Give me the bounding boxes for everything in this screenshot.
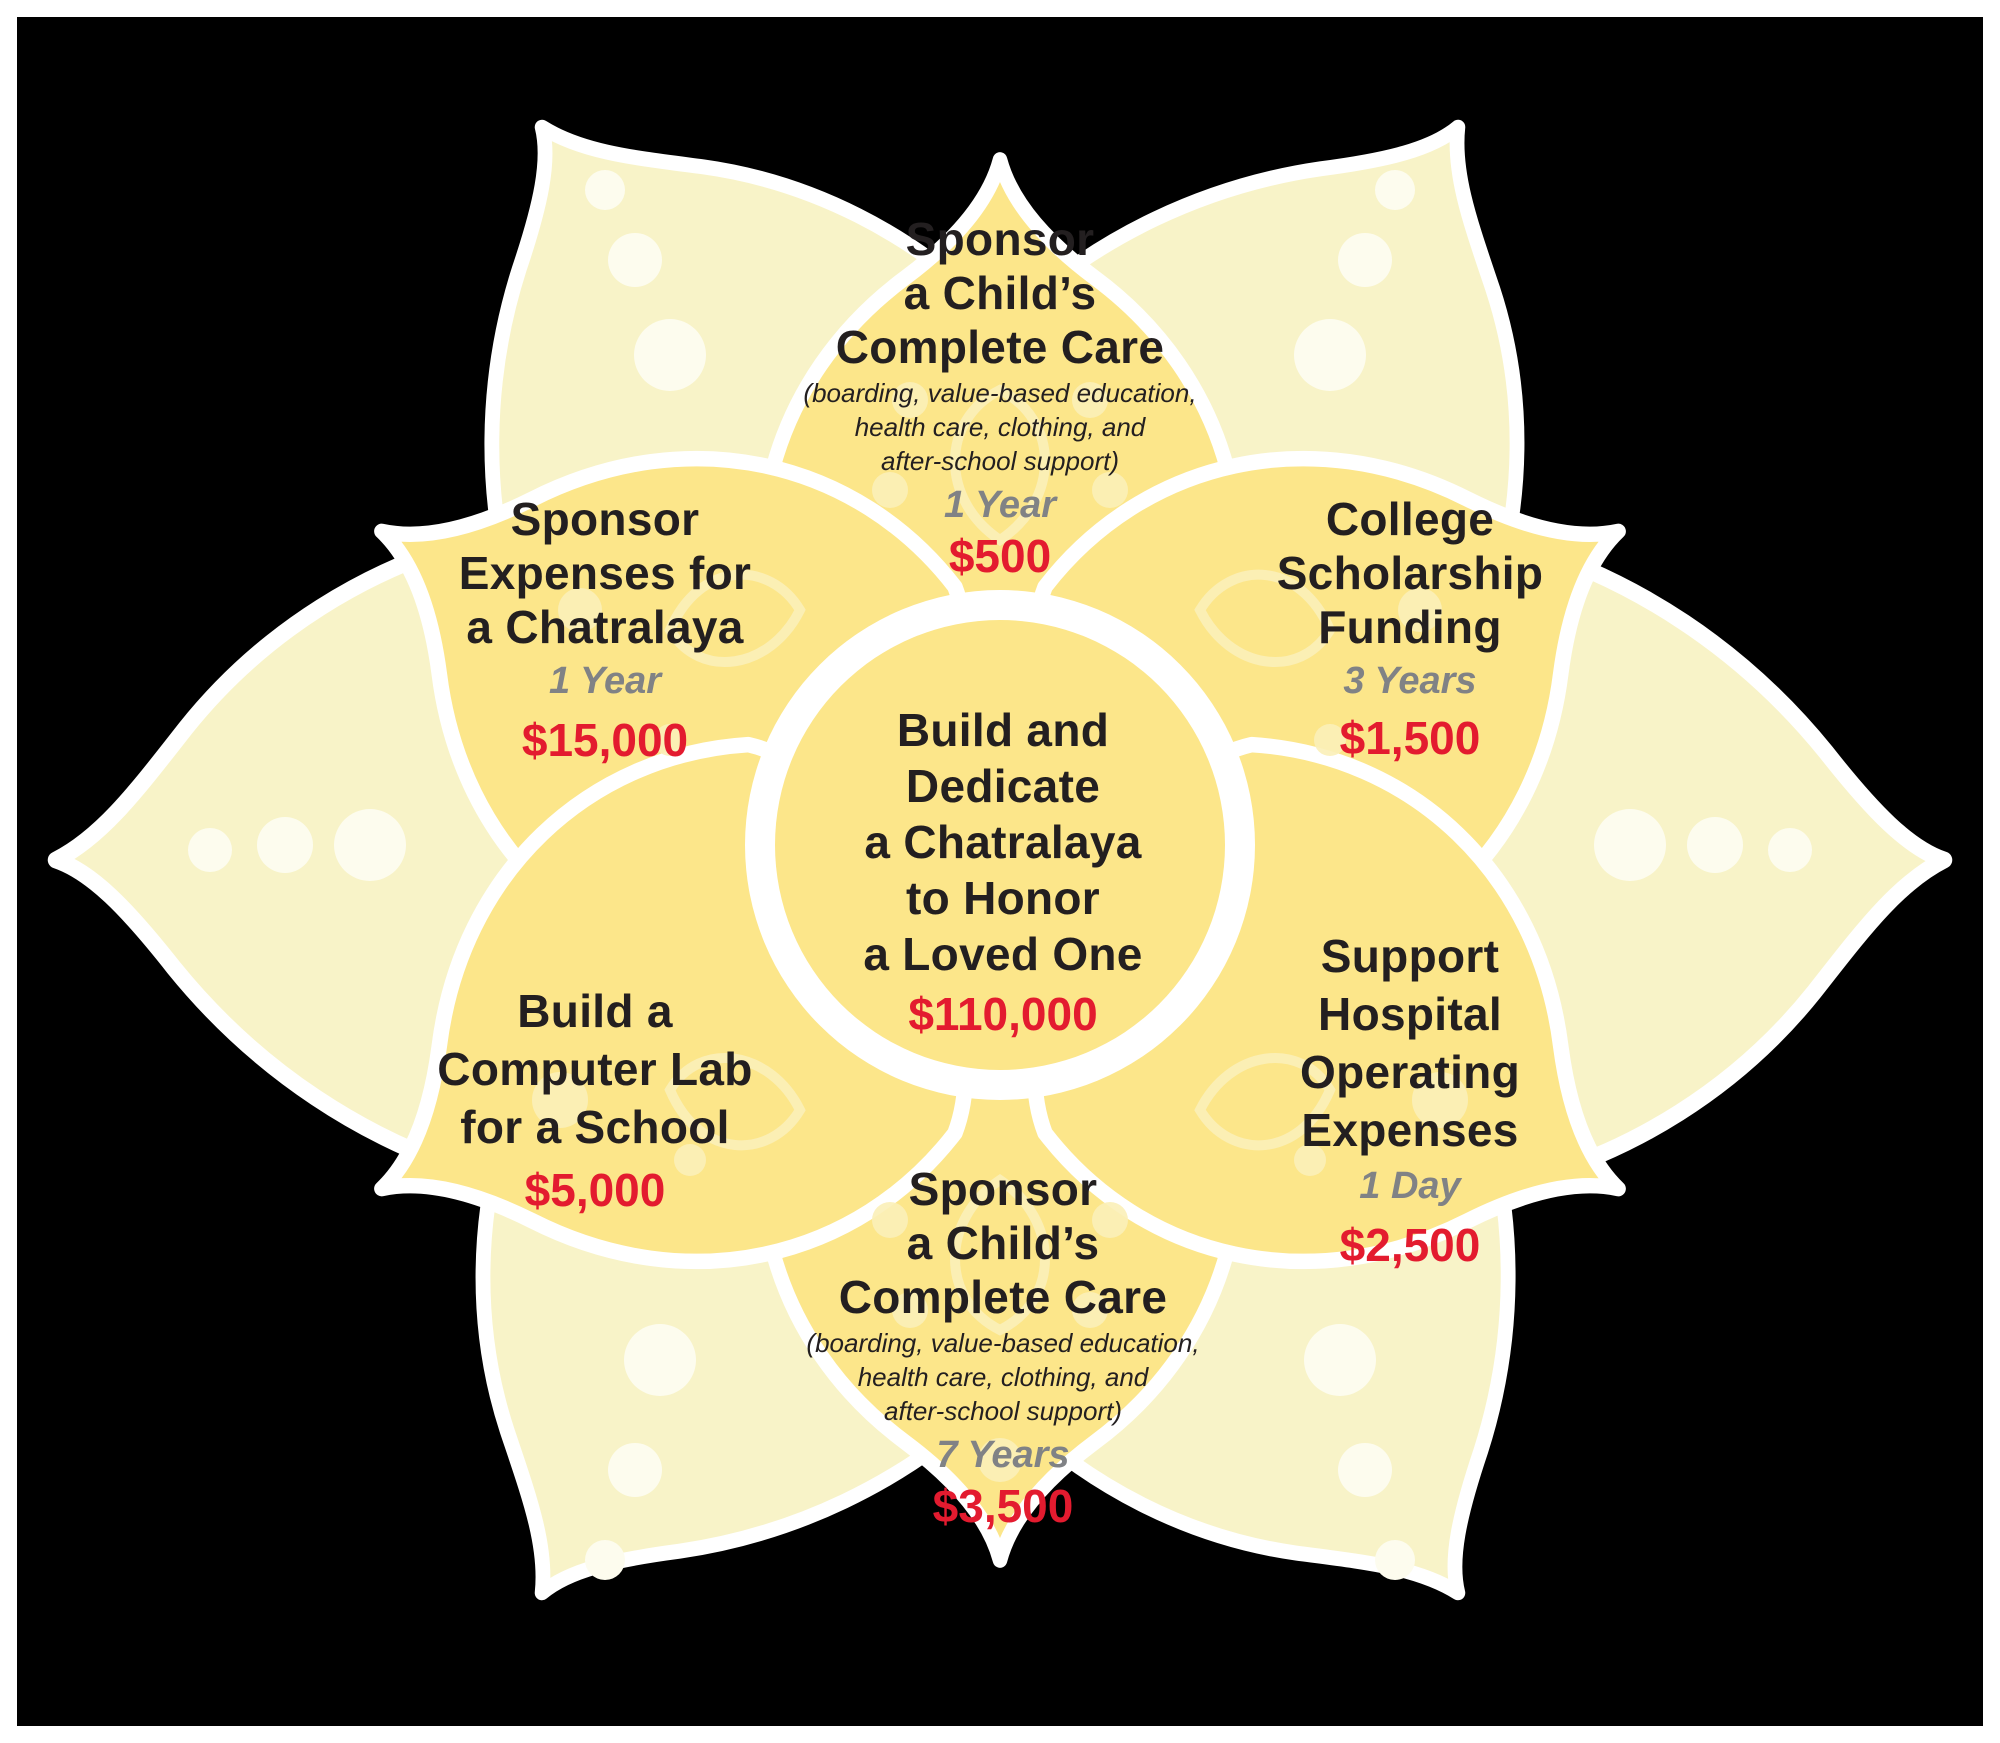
center-circle bbox=[775, 620, 1225, 1070]
petal-upper-left-price: $15,000 bbox=[521, 714, 689, 766]
center-price: $110,000 bbox=[908, 988, 1098, 1040]
petal-lower-right-duration: 1 Day bbox=[1359, 1165, 1461, 1207]
center-title: Build and Dedicate a Chatralaya to Honor… bbox=[863, 704, 1143, 980]
petal-lower-right-title: Support Hospital Operating Expenses bbox=[1300, 930, 1520, 1156]
petal-top-price: $500 bbox=[948, 530, 1052, 582]
petal-upper-right-duration: 3 Years bbox=[1343, 660, 1477, 702]
petal-top-title: Sponsor a Child’s Complete Care bbox=[835, 213, 1165, 373]
petal-lower-left-price: $5,000 bbox=[524, 1164, 666, 1216]
petal-bottom-label: Sponsor a Child’s Complete Care (boardin… bbox=[806, 1162, 1199, 1534]
petal-top-label: Sponsor a Child’s Complete Care (boardin… bbox=[803, 212, 1196, 584]
petal-bottom-title: Sponsor a Child’s Complete Care bbox=[838, 1163, 1168, 1323]
petal-upper-left-duration: 1 Year bbox=[549, 660, 661, 702]
petal-lower-right-label: Support Hospital Operating Expenses 1 Da… bbox=[1300, 927, 1520, 1273]
petal-upper-right-price: $1,500 bbox=[1339, 712, 1481, 764]
petal-upper-left-title: Sponsor Expenses for a Chatralaya bbox=[458, 493, 752, 653]
petal-bottom-description: (boarding, value-based education, health… bbox=[806, 1328, 1200, 1426]
petal-upper-right-label: College Scholarship Funding 3 Years $1,5… bbox=[1277, 492, 1544, 766]
petal-bottom-price: $3,500 bbox=[932, 1480, 1074, 1532]
petal-bottom-duration: 7 Years bbox=[936, 1434, 1070, 1476]
petal-top-duration: 1 Year bbox=[943, 484, 1056, 526]
petal-upper-left-label: Sponsor Expenses for a Chatralaya 1 Year… bbox=[459, 492, 752, 768]
petal-lower-left-title: Build a Computer Lab for a School bbox=[437, 985, 753, 1153]
petal-top-description: (boarding, value-based education, health… bbox=[803, 378, 1197, 476]
petal-lower-left-label: Build a Computer Lab for a School $5,000 bbox=[437, 982, 752, 1218]
center-label: Build and Dedicate a Chatralaya to Honor… bbox=[863, 702, 1142, 1042]
petal-lower-right-price: $2,500 bbox=[1339, 1219, 1481, 1271]
petal-upper-right-title: College Scholarship Funding bbox=[1276, 493, 1544, 653]
